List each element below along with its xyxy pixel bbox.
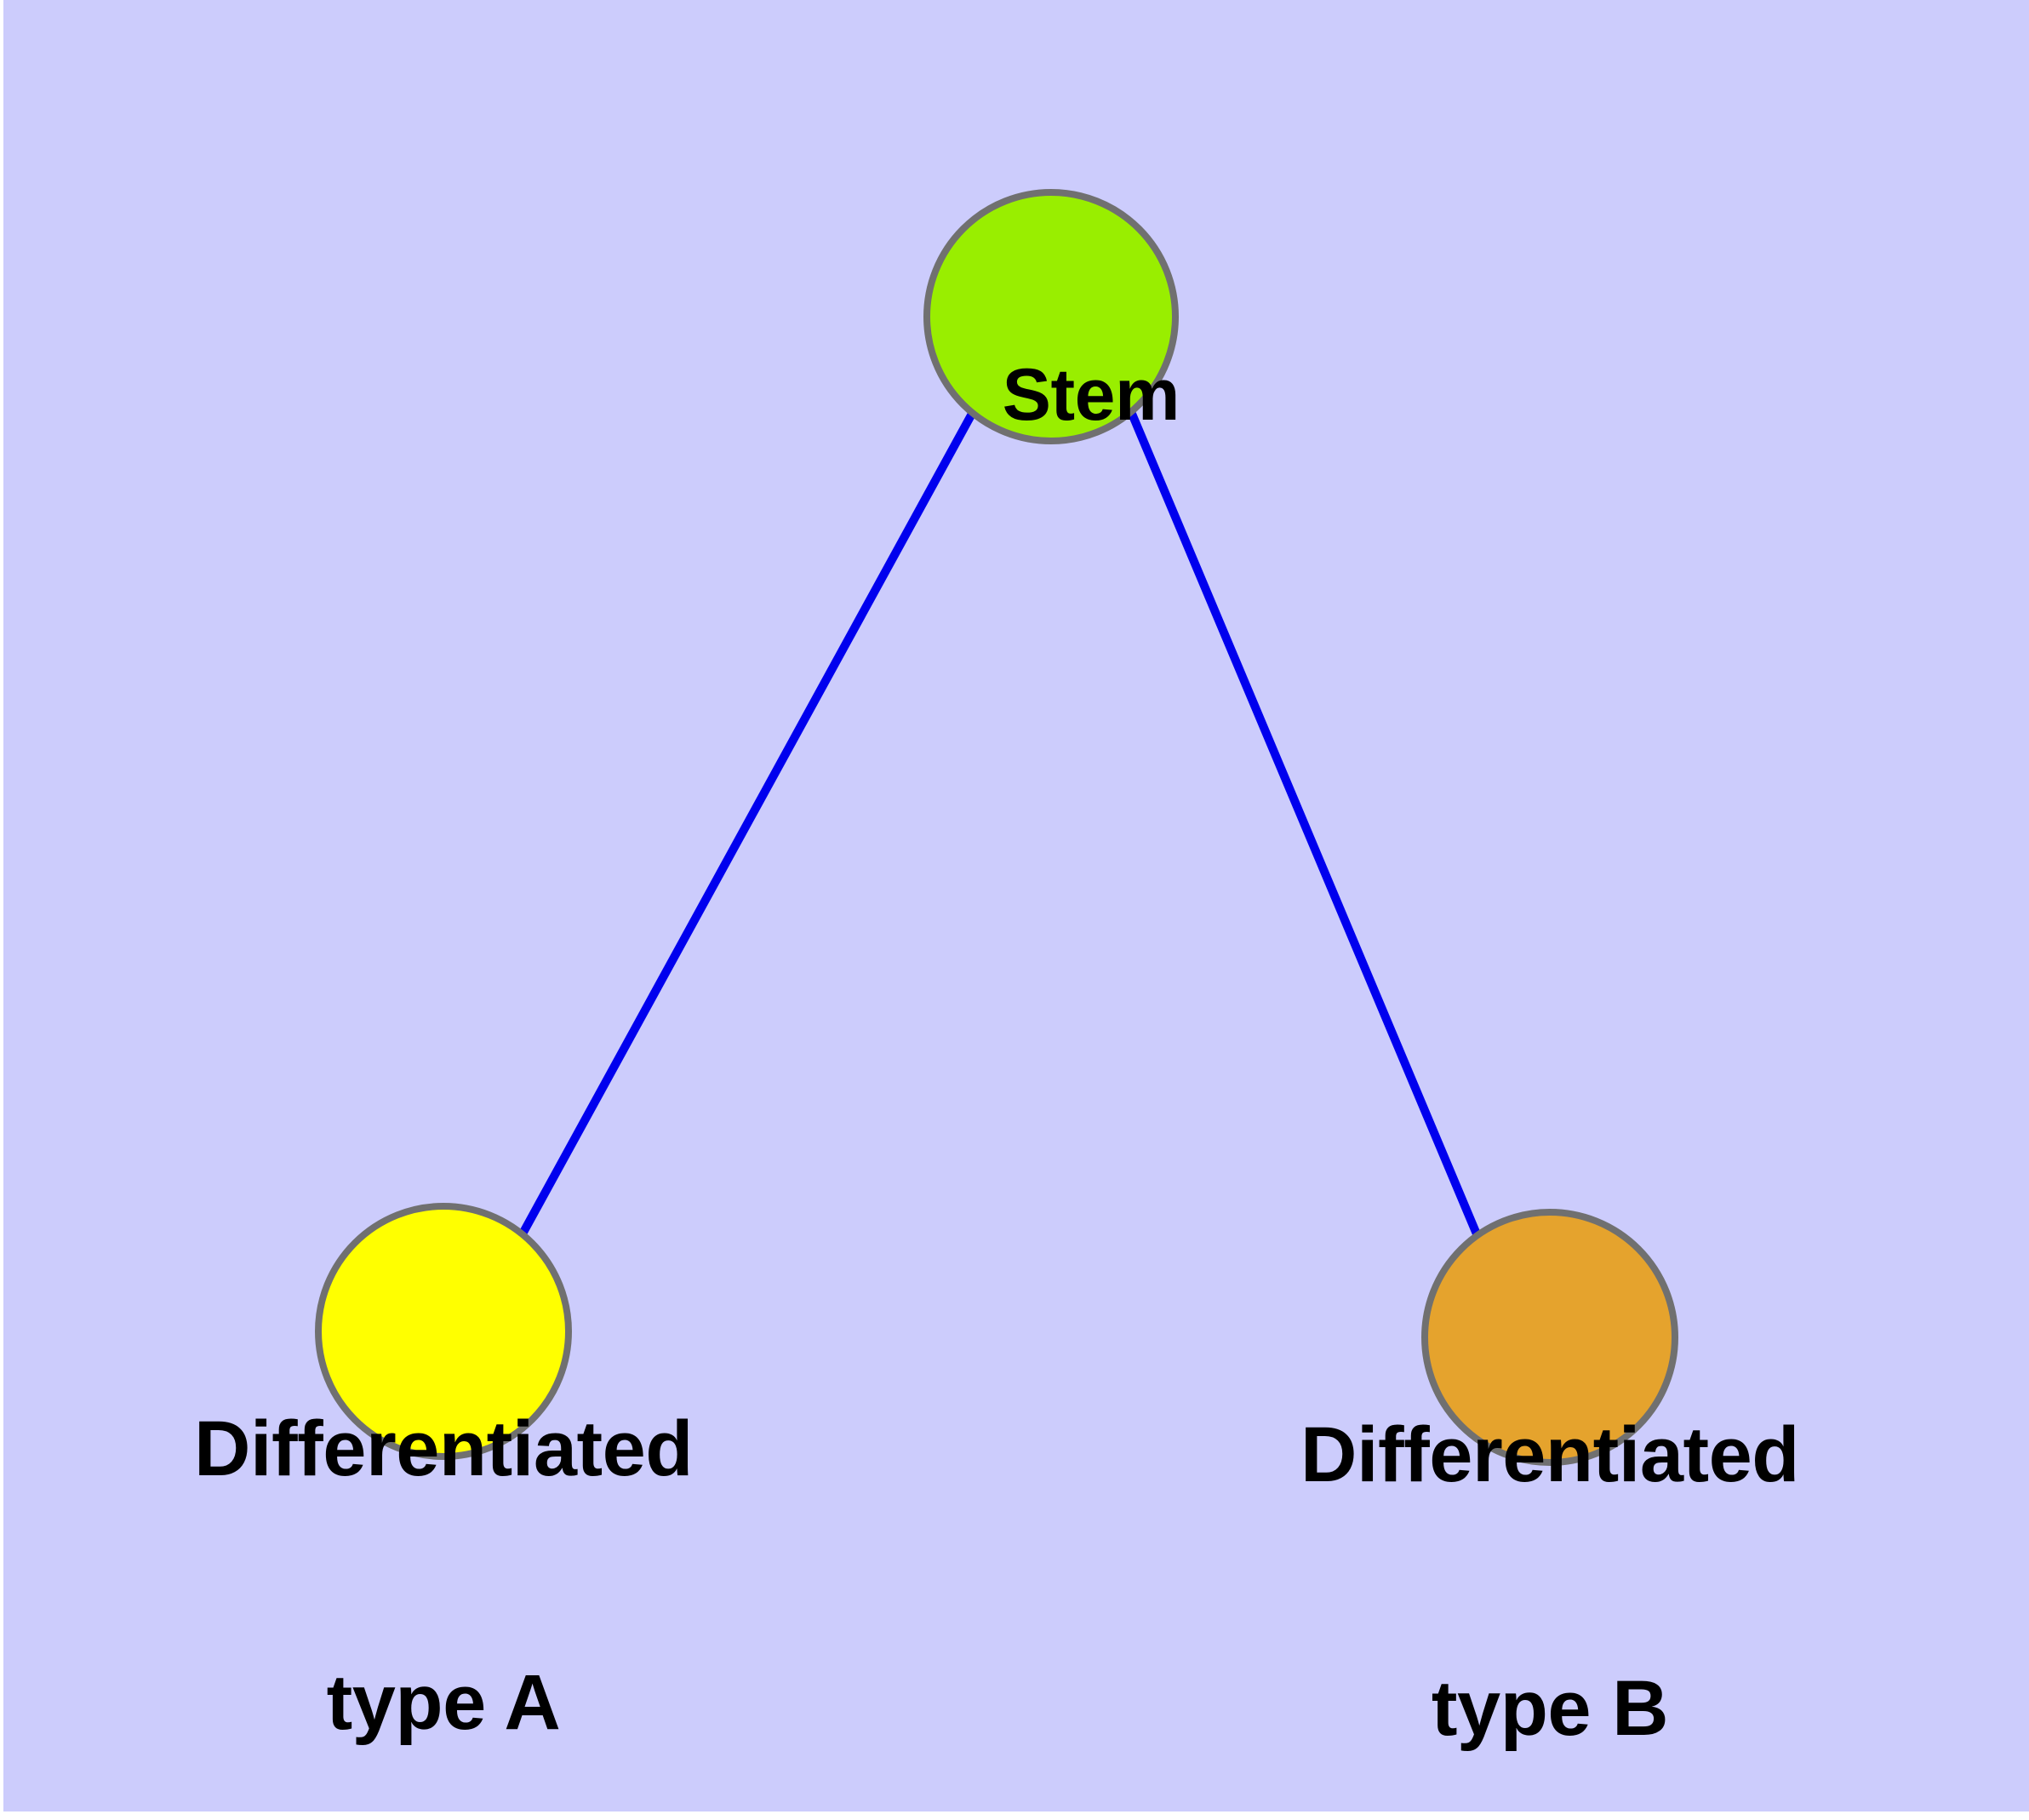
node-layer [315,189,1678,1466]
node-differentiated-type-a[interactable] [315,1203,572,1460]
edge-stem-to-differentiated-a[interactable] [517,411,976,1239]
node-differentiated-type-b[interactable] [1421,1209,1678,1466]
edge-stem-to-differentiated-b[interactable] [1128,412,1482,1238]
edge-layer [517,411,1482,1239]
node-stem[interactable] [923,189,1179,444]
